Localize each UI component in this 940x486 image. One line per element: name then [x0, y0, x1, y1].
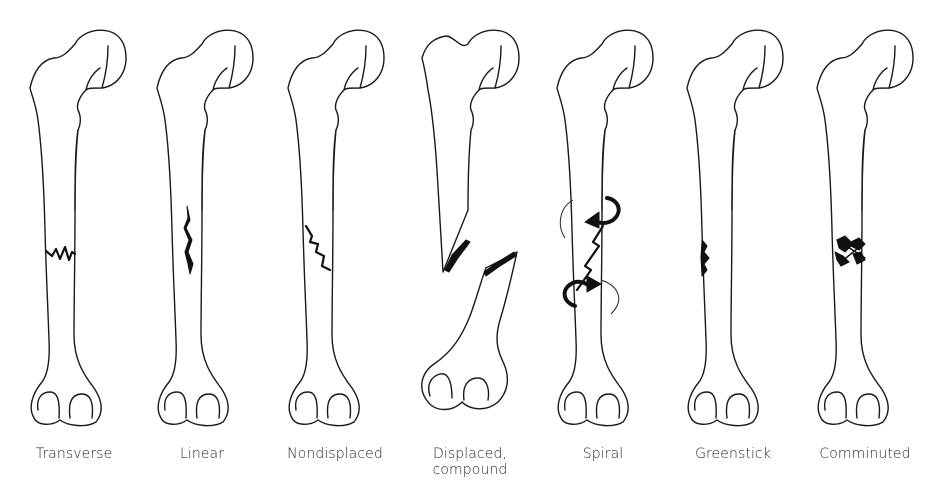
label-displaced-line2: compound — [432, 462, 508, 478]
bone-comminuted — [816, 29, 914, 427]
bone-greenstick — [686, 29, 784, 427]
fracture-mark-greenstick — [700, 239, 710, 277]
bone-linear — [156, 29, 254, 427]
fracture-mark-transverse — [44, 245, 77, 262]
bone-nondisplaced — [287, 29, 385, 427]
fracture-edge-lower — [483, 251, 517, 277]
bone-transverse — [29, 29, 127, 427]
label-nondisplaced: Nondisplaced — [287, 446, 383, 462]
spiral-arrow-lower-icon — [562, 279, 591, 308]
label-greenstick: Greenstick — [695, 446, 771, 462]
bone-displaced-compound — [421, 29, 520, 411]
fracture-mark-linear — [183, 205, 194, 275]
fracture-edge-upper — [444, 239, 471, 273]
label-displaced-line1: Displaced, — [433, 446, 507, 462]
label-displaced-compound: Displaced, compound — [405, 446, 535, 478]
label-comminuted: Comminuted — [819, 446, 911, 462]
label-linear: Linear — [179, 446, 225, 462]
label-spiral: Spiral — [582, 446, 624, 462]
bone-spiral — [556, 29, 654, 427]
label-transverse: Transverse — [35, 446, 113, 462]
fracture-mark-nondisplaced — [304, 224, 332, 272]
spiral-crack — [575, 224, 605, 292]
fracture-mark-comminuted — [834, 235, 866, 267]
